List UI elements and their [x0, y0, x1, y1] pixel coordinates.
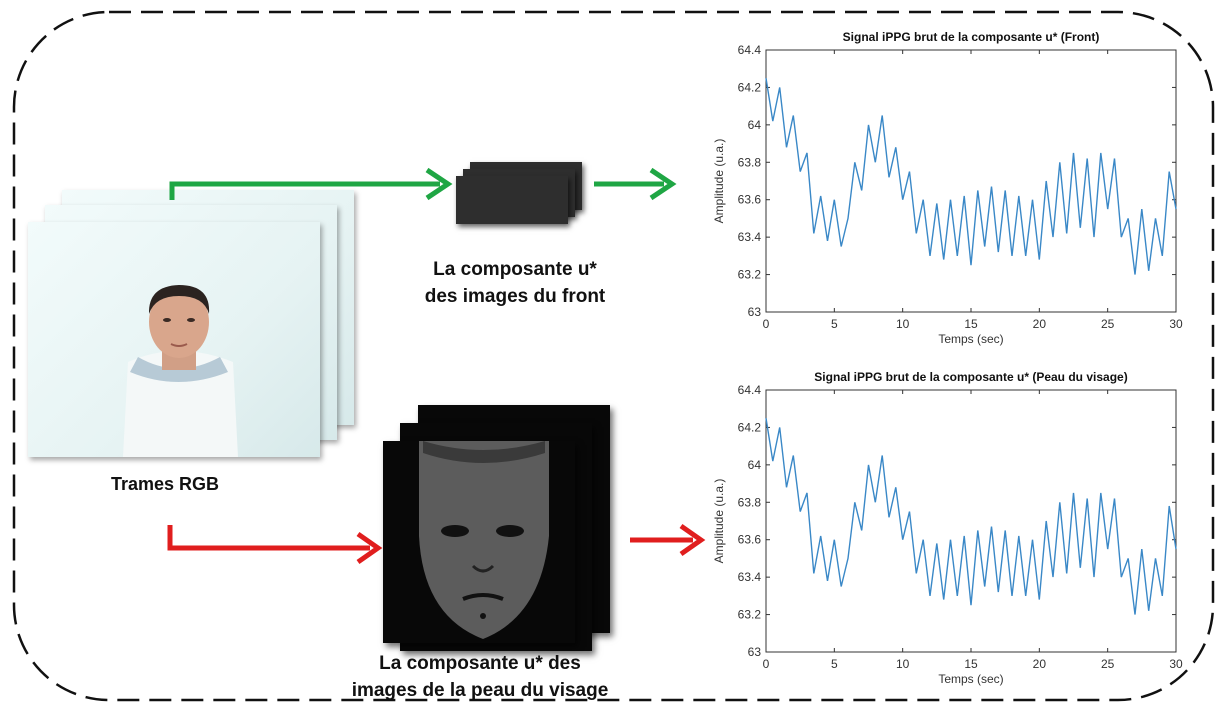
y-tick-label: 63.6 — [738, 533, 762, 547]
red-arrowhead-1 — [356, 531, 383, 565]
green-arrow-to-front — [169, 181, 440, 200]
rgb-frames-label: Trames RGB — [110, 474, 220, 494]
x-tick-label: 20 — [1033, 657, 1047, 671]
y-axis-label: Amplitude (u.a.) — [712, 479, 726, 564]
chart-face: Signal iPPG brut de la composante u* (Pe… — [712, 370, 1183, 686]
y-tick-label: 63.2 — [738, 268, 762, 282]
x-tick-label: 15 — [964, 657, 978, 671]
front-label-line2: des images du front — [424, 286, 606, 307]
y-tick-label: 63.8 — [738, 155, 762, 169]
x-tick-label: 30 — [1169, 657, 1183, 671]
chart-title: Signal iPPG brut de la composante u* (Pe… — [814, 370, 1127, 384]
y-tick-label: 64 — [748, 118, 762, 132]
x-tick-label: 5 — [831, 657, 838, 671]
x-tick-label: 0 — [763, 317, 770, 331]
signal-series-line — [765, 417, 1177, 615]
dashed-border-rect — [12, 10, 1215, 702]
face-label-line2: images de la peau du visage — [351, 680, 609, 701]
y-tick-label: 64.4 — [738, 43, 762, 57]
y-tick-label: 64 — [748, 458, 762, 472]
y-tick-label: 63.6 — [738, 193, 762, 207]
person-image — [123, 285, 238, 457]
x-tick-label: 10 — [896, 657, 910, 671]
face-skin-image — [419, 441, 549, 639]
x-tick-label: 20 — [1033, 317, 1047, 331]
green-arrowhead-2 — [649, 167, 677, 201]
y-tick-label: 64.4 — [738, 383, 762, 397]
y-tick-label: 63 — [748, 305, 762, 319]
x-tick-label: 25 — [1101, 657, 1115, 671]
y-tick-label: 64.2 — [738, 80, 762, 94]
x-tick-label: 30 — [1169, 317, 1183, 331]
front-label-line1: La composante u* — [433, 259, 597, 280]
y-tick-label: 63.4 — [738, 570, 762, 584]
face-label-line1: La composante u* des — [379, 653, 581, 674]
x-tick-label: 5 — [831, 317, 838, 331]
face-frame-front — [383, 441, 575, 643]
chart-title: Signal iPPG brut de la composante u* (Fr… — [843, 30, 1100, 44]
signal-series-line — [765, 77, 1177, 275]
x-tick-label: 15 — [964, 317, 978, 331]
green-arrowhead-1 — [425, 167, 453, 201]
y-tick-label: 64.2 — [738, 420, 762, 434]
x-tick-label: 0 — [763, 657, 770, 671]
x-tick-label: 25 — [1101, 317, 1115, 331]
front-frame-front — [456, 176, 568, 224]
y-tick-label: 63 — [748, 645, 762, 659]
plot-area — [765, 389, 1177, 653]
red-arrowhead-2 — [679, 523, 706, 557]
y-tick-label: 63.4 — [738, 230, 762, 244]
x-tick-label: 10 — [896, 317, 910, 331]
y-axis-label: Amplitude (u.a.) — [712, 139, 726, 224]
x-axis-label: Temps (sec) — [938, 672, 1003, 686]
x-axis-label: Temps (sec) — [938, 332, 1003, 346]
red-arrow-to-face — [167, 525, 370, 551]
y-tick-label: 63.8 — [738, 495, 762, 509]
plot-area — [765, 49, 1177, 313]
chart-front: Signal iPPG brut de la composante u* (Fr… — [712, 30, 1183, 346]
rgb-frame-front — [28, 222, 320, 457]
y-tick-label: 63.2 — [738, 608, 762, 622]
